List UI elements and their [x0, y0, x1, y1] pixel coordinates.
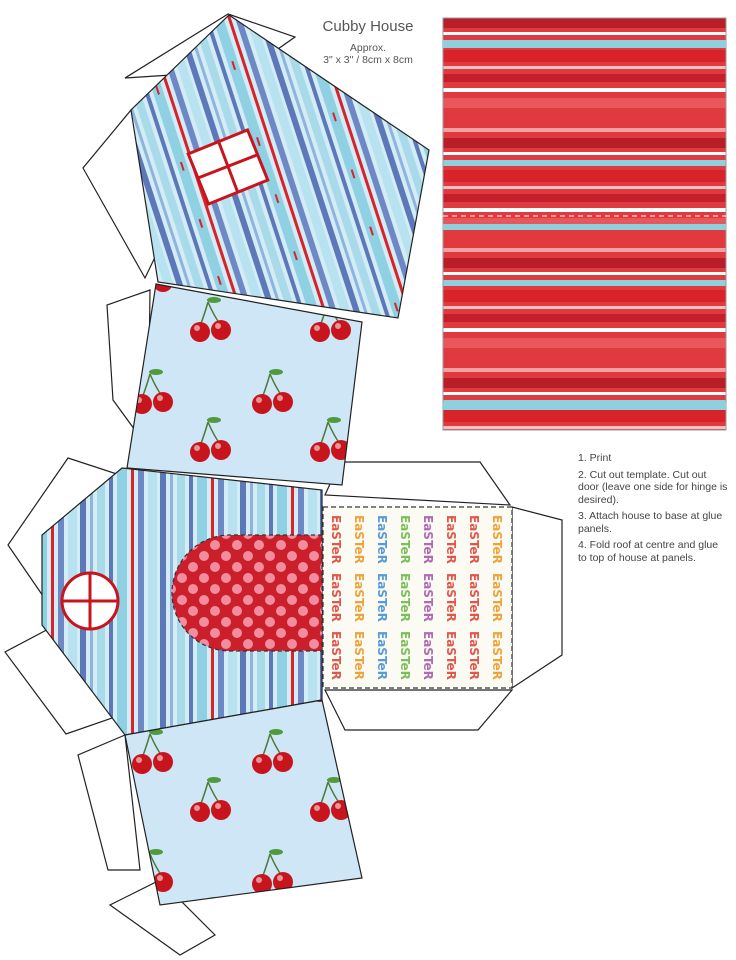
door[interactable] — [171, 534, 323, 652]
easter-word: EaSTeR — [490, 573, 504, 622]
easter-word: EaSTeR — [467, 515, 481, 564]
easter-word: EaSTeR — [421, 515, 435, 564]
easter-word: EaSTeR — [444, 515, 458, 564]
easter-word: EaSTeR — [421, 573, 435, 622]
easter-word: EaSTeR — [375, 631, 389, 680]
easter-word: EaSTeR — [375, 515, 389, 564]
easter-word: EaSTeR — [490, 515, 504, 564]
easter-word: EaSTeR — [352, 515, 366, 564]
instruction-step: 3. Attach house to base at glue panels. — [578, 510, 723, 535]
window-lower-round — [60, 571, 120, 631]
easter-word: EaSTeR — [329, 573, 343, 622]
gable-wall-upper — [130, 14, 430, 319]
glue-tab-base-top — [324, 461, 512, 506]
page-title: Cubby House — [322, 18, 414, 35]
base-panel — [322, 506, 513, 689]
easter-word: EaSTeR — [421, 631, 435, 680]
easter-word: EaSTeR — [490, 631, 504, 680]
easter-word: EaSTeR — [398, 515, 412, 564]
instruction-step: 4. Fold roof at centre and glue to top o… — [578, 539, 719, 564]
easter-word: EaSTeR — [398, 631, 412, 680]
easter-word: EaSTeR — [467, 573, 481, 622]
easter-word: EaSTeR — [375, 573, 389, 622]
size-note: Approx. 3" x 3" / 8cm x 8cm — [300, 42, 436, 66]
instruction-step: 2. Cut out template. Cut out door (leave… — [578, 468, 728, 506]
easter-word: EaSTeR — [467, 631, 481, 680]
side-wall-lower — [124, 699, 363, 906]
easter-word: EaSTeR — [352, 573, 366, 622]
size-note-line1: Approx. — [349, 42, 387, 54]
glue-tab-bottom — [108, 879, 216, 956]
base-pattern-text: EaSTeR EaSTeR EaSTeR EaSTeR EaSTeR EaSTeR EaST… — [329, 515, 504, 680]
roof-panel — [442, 17, 727, 431]
glue-tabs — [4, 13, 563, 956]
easter-word: EaSTeR — [352, 631, 366, 680]
easter-word: EaSTeR — [329, 515, 343, 564]
glue-tab-base-bottom — [324, 689, 514, 731]
glue-tab-base-right — [511, 506, 563, 690]
easter-word: EaSTeR — [398, 573, 412, 622]
glue-tab-lower-left — [77, 734, 141, 871]
instructions-list: 1. Print 2. Cut out template. Cut out do… — [578, 452, 728, 568]
size-note-line2: 3" x 3" / 8cm x 8cm — [323, 54, 413, 66]
easter-word: EaSTeR — [444, 573, 458, 622]
instruction-step: 1. Print — [578, 452, 612, 464]
window-upper — [186, 128, 270, 206]
side-wall-upper — [126, 283, 363, 486]
easter-word: EaSTeR — [329, 631, 343, 680]
easter-word: EaSTeR — [444, 631, 458, 680]
